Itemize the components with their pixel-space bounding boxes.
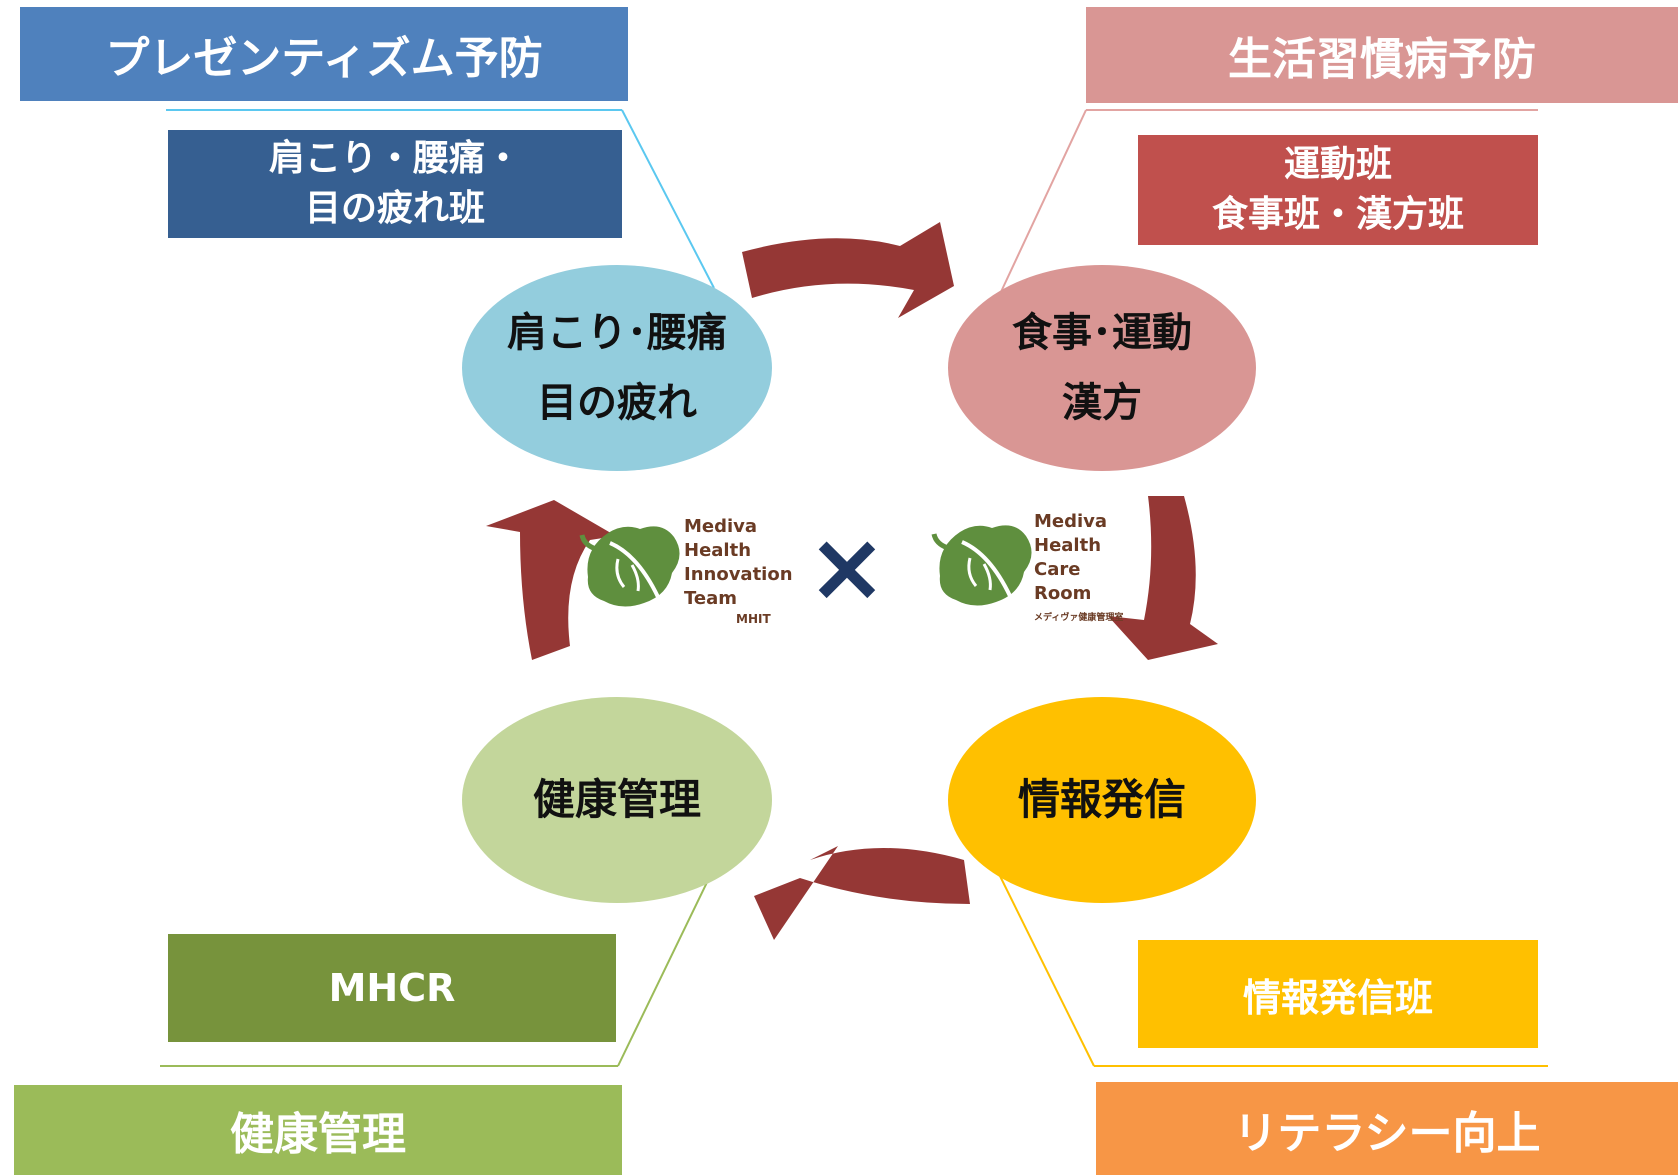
title-presenteeism-label: プレゼンティズム予防 [105, 33, 543, 84]
title-literacy-label: リテラシー向上 [1233, 1107, 1541, 1159]
logo-mhcr: Mediva Health Care Room メディヴァ健康管理室 [930, 510, 1130, 628]
title-lifestyle-label: 生活習慣病予防 [1228, 34, 1536, 85]
circle-diet: 食事･運動 漢方 [948, 265, 1256, 471]
leaf-icon [579, 526, 680, 607]
circle-info: 情報発信 [948, 697, 1256, 903]
team-exercise: 運動班 食事班・漢方班 [1138, 135, 1538, 245]
connector-line [617, 871, 713, 1067]
circle-info-label: 情報発信 [1017, 775, 1186, 825]
cycle-arrow-bottom [754, 846, 970, 940]
cycle-arrow-top [742, 222, 954, 318]
logo-mhit-line: Team [684, 588, 737, 609]
circle-stiffness-label: 肩こり･腰痛 目の疲れ [507, 310, 727, 426]
logo-mhit-line: Innovation [684, 564, 793, 585]
circle-health-management: 健康管理 [462, 697, 772, 903]
connector-line [999, 875, 1095, 1067]
logo-mhcr-line: Care [1034, 559, 1081, 580]
logo-mhit-line: Mediva [684, 516, 758, 537]
title-lifestyle: 生活習慣病予防 [1086, 7, 1678, 103]
title-presenteeism: プレゼンティズム予防 [20, 7, 628, 101]
team-mhcr: MHCR [168, 934, 616, 1042]
logo-mhcr-sub: メディヴァ健康管理室 [1034, 613, 1124, 623]
title-health-management-label: 健康管理 [230, 1109, 406, 1160]
title-literacy: リテラシー向上 [1096, 1082, 1678, 1175]
logo-mhcr-line: Room [1034, 583, 1092, 604]
circle-stiffness: 肩こり･腰痛 目の疲れ [462, 265, 772, 471]
circle-health-management-label: 健康管理 [532, 775, 701, 825]
connector-line [999, 109, 1087, 295]
cycle-arrow-right [1108, 496, 1218, 660]
leaf-icon [931, 525, 1032, 606]
logo-mhit: Mediva Health Innovation Team MHIT [578, 515, 800, 630]
team-stiffness: 肩こり・腰痛・ 目の疲れ班 [168, 130, 622, 238]
connector-line [621, 109, 715, 289]
circle-diet-label: 食事･運動 漢方 [1012, 310, 1192, 426]
title-health-management: 健康管理 [14, 1085, 622, 1175]
logo-mhit-line: Health [684, 540, 752, 561]
team-mhcr-label: MHCR [328, 966, 456, 1010]
cross-icon: × [806, 511, 888, 623]
logo-mhcr-line: Mediva [1034, 511, 1108, 532]
team-info-label: 情報発信班 [1242, 975, 1433, 1020]
logo-mhit-abbr: MHIT [736, 612, 771, 626]
team-stiffness-label: 肩こり・腰痛・ 目の疲れ班 [268, 138, 521, 229]
logo-mhcr-line: Health [1034, 535, 1102, 556]
team-exercise-label: 運動班 食事班・漢方班 [1211, 144, 1464, 235]
team-info: 情報発信班 [1138, 940, 1538, 1048]
